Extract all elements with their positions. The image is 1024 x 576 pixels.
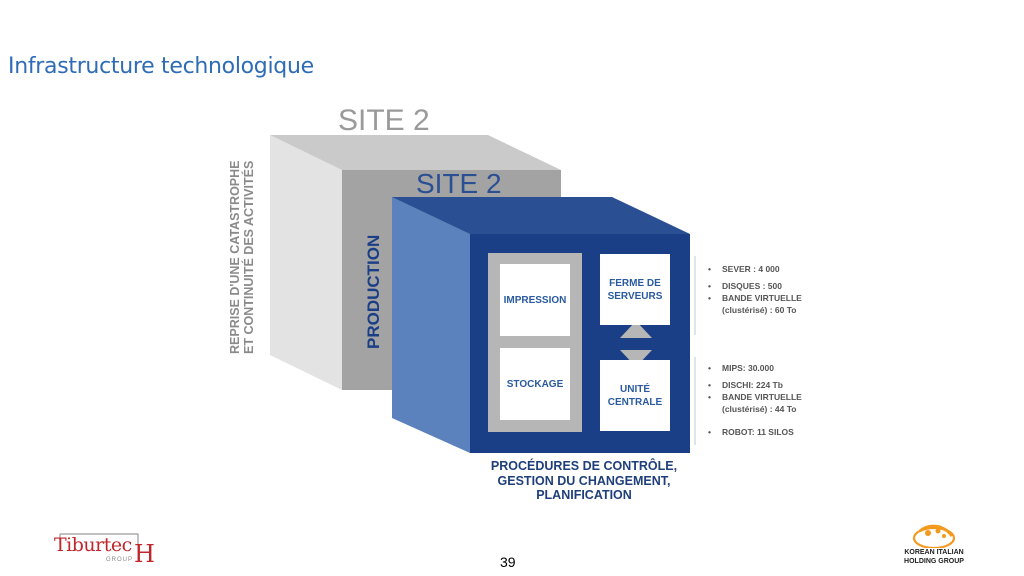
globe-logo-icon (912, 524, 956, 548)
unite-centrale-box: UNITÉ CENTRALE (600, 360, 670, 431)
impression-box: IMPRESSION (500, 264, 570, 336)
logo-frame-icon (59, 533, 139, 544)
front-cube-top (392, 197, 690, 234)
list-item: SEVER : 4 000 (708, 263, 802, 275)
list-item: DISCHI: 224 Tb (708, 379, 802, 391)
back-cube-header: SITE 2 (338, 104, 430, 137)
logo-sub: GROUP (106, 557, 134, 563)
list-item: BANDE VIRTUELLE (708, 292, 802, 304)
middle-cube-header: SITE 2 (416, 168, 502, 199)
server-specs-list: SEVER : 4 000 DISQUES : 500 BANDE VIRTUE… (708, 263, 802, 316)
logo-line1: KOREAN ITALIAN (904, 549, 964, 556)
arrow-down-icon (620, 350, 652, 367)
logo-h: H (134, 540, 155, 568)
list-item: ROBOT: 11 SILOS (708, 426, 802, 438)
logo-wordmark: Tiburtec (54, 534, 132, 556)
list-item: MIPS: 30.000 (708, 362, 802, 374)
procedures-caption: PROCÉDURES DE CONTRÔLE, GESTION DU CHANG… (490, 459, 678, 502)
front-cube-side (392, 197, 470, 453)
tiburtech-logo: Tiburtec H GROUP (54, 530, 155, 568)
list-item-continuation: (clustérisé) : 44 To (722, 404, 797, 414)
back-cube-side-label: REPRISE D'UNE CATASTROPHE ET CONTINUITÉ … (228, 160, 256, 355)
kihg-logo: KOREAN ITALIAN HOLDING GROUP (892, 522, 976, 570)
stockage-box: STOCKAGE (500, 348, 570, 420)
back-cube-top (270, 135, 561, 170)
list-item: DISQUES : 500 (708, 280, 802, 292)
mainframe-specs-list: MIPS: 30.000 DISCHI: 224 Tb BANDE VIRTUE… (708, 362, 802, 438)
back-cube-side (270, 135, 342, 390)
ferme-de-serveurs-box: FERME DE SERVEURS (600, 254, 670, 325)
slide-title: Infrastructure technologique (8, 54, 314, 79)
list-item-continuation: (clustérisé) : 60 To (722, 305, 797, 315)
list-item: BANDE VIRTUELLE (708, 391, 802, 403)
arrow-up-icon (620, 321, 652, 338)
production-label: PRODUCTION (364, 234, 383, 349)
logo-line2: HOLDING GROUP (904, 558, 964, 565)
page-number: 39 (500, 554, 516, 570)
